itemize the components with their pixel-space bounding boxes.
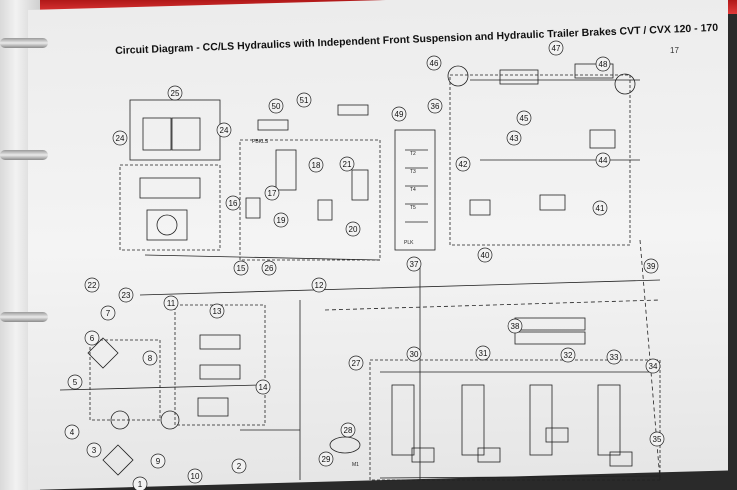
binder-ring-bottom — [0, 312, 48, 322]
callout-number: 16 — [229, 199, 238, 208]
callout-number: 35 — [653, 435, 662, 444]
callout-number: 40 — [481, 251, 490, 260]
port-label: M1 — [352, 462, 359, 468]
port-label: T3 — [410, 169, 416, 175]
callout-number: 18 — [312, 161, 321, 170]
port-label: PBK — [252, 139, 263, 145]
callout-number: 4 — [70, 428, 75, 437]
callout-number: 24 — [220, 126, 229, 135]
callout-number: 20 — [349, 225, 358, 234]
callout-number: 30 — [410, 350, 419, 359]
callout-number: 22 — [88, 281, 97, 290]
page-number: 17 — [670, 46, 679, 55]
callout-number: 48 — [599, 60, 608, 69]
callout-number: 34 — [649, 362, 658, 371]
callout-number: 27 — [352, 359, 361, 368]
callout-number: 7 — [106, 309, 111, 318]
port-label: T5 — [410, 205, 416, 211]
callout-number: 45 — [520, 114, 529, 123]
callout-number: 46 — [430, 59, 439, 68]
callout-number: 26 — [265, 264, 274, 273]
callout-number: 28 — [344, 426, 353, 435]
port-label: T2 — [410, 151, 416, 157]
binder-ring-top — [0, 38, 48, 48]
callout-number: 12 — [315, 281, 324, 290]
callout-number: 11 — [167, 299, 176, 308]
callout-number: 14 — [259, 383, 268, 392]
callout-number: 49 — [395, 110, 404, 119]
callout-number: 39 — [647, 262, 656, 271]
callout-number: 8 — [148, 354, 153, 363]
port-label: LS — [262, 139, 269, 145]
callout-number: 21 — [343, 160, 352, 169]
callout-number: 36 — [431, 102, 440, 111]
callout-number: 51 — [300, 96, 309, 105]
callout-number: 1 — [138, 480, 143, 489]
callout-number: 50 — [272, 102, 281, 111]
callout-number: 10 — [191, 472, 200, 481]
callout-number: 13 — [213, 307, 222, 316]
binder-ring-middle — [0, 150, 48, 160]
port-label: PLK — [404, 240, 414, 246]
callout-number: 33 — [610, 353, 619, 362]
callout-number: 24 — [116, 134, 125, 143]
callout-number: 38 — [511, 322, 520, 331]
callout-number: 31 — [479, 349, 488, 358]
callout-number: 32 — [564, 351, 573, 360]
callout-number: 6 — [90, 334, 95, 343]
callout-number: 41 — [596, 204, 605, 213]
callout-number: 3 — [92, 446, 97, 455]
callout-number: 43 — [510, 134, 519, 143]
port-label: T4 — [410, 187, 416, 193]
callout-number: 15 — [237, 264, 246, 273]
callout-number: 23 — [122, 291, 131, 300]
callout-number: 29 — [322, 455, 331, 464]
callout-number: 47 — [552, 44, 561, 53]
callout-number: 9 — [156, 457, 161, 466]
callout-number: 44 — [599, 156, 608, 165]
callout-number: 25 — [171, 89, 180, 98]
callout-number: 2 — [237, 462, 242, 471]
callout-number: 42 — [459, 160, 468, 169]
callout-number: 5 — [73, 378, 78, 387]
callout-number: 19 — [277, 216, 286, 225]
callout-number: 37 — [410, 260, 419, 269]
callout-number: 17 — [268, 189, 277, 198]
callout-layer — [64, 40, 665, 490]
